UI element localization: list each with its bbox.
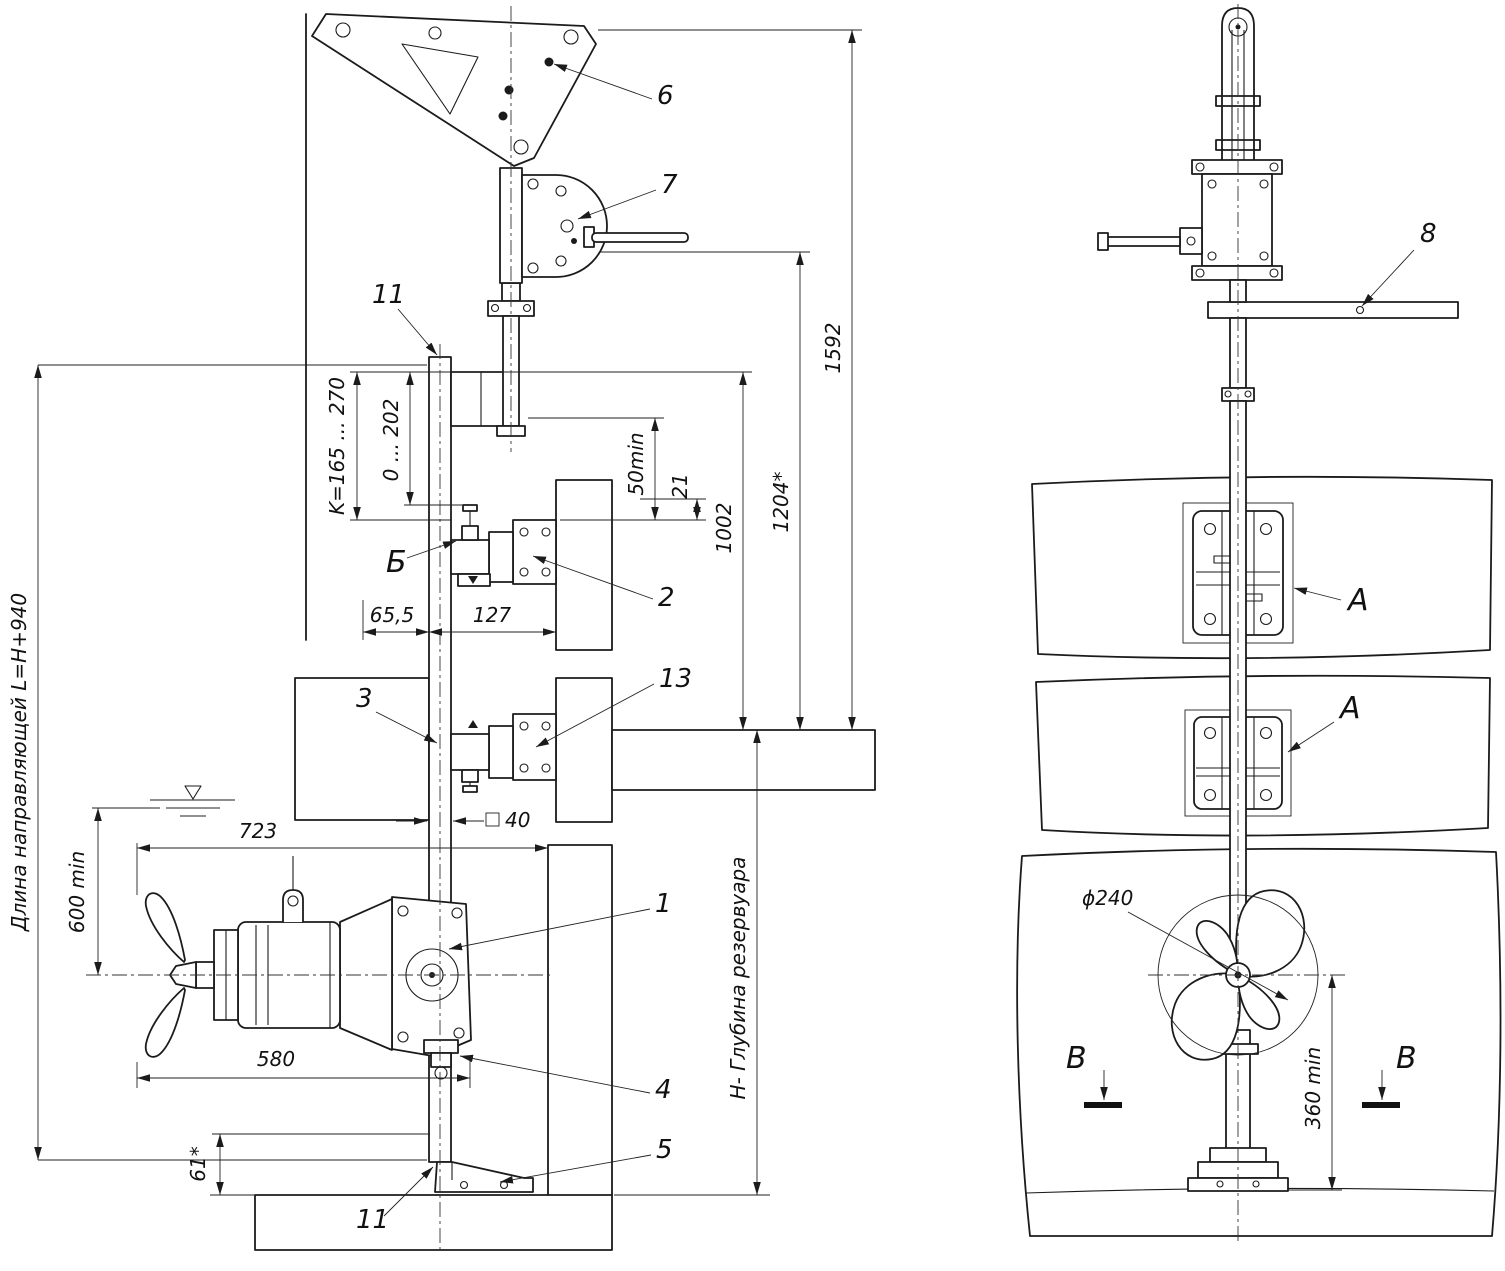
square-section-symbol bbox=[485, 812, 500, 827]
dim-guide-length: Длина направляющей L=H+940 bbox=[7, 593, 31, 932]
propeller-front bbox=[1157, 889, 1319, 1061]
support-beam bbox=[611, 729, 876, 791]
dim-50-min: 50min bbox=[624, 432, 648, 495]
dim-1204: 1204* bbox=[769, 472, 793, 533]
upper-clamp bbox=[450, 504, 557, 587]
callout-13: 13 bbox=[659, 664, 692, 694]
tank-structure bbox=[254, 13, 613, 1251]
dim-dia-240: ϕ240 bbox=[1082, 886, 1133, 910]
dim-127: 127 bbox=[473, 603, 511, 627]
callout-6: 6 bbox=[657, 81, 674, 111]
view-label-a-lower: А bbox=[1338, 691, 1361, 726]
dim-1002: 1002 bbox=[712, 503, 736, 554]
support-arm bbox=[1207, 301, 1459, 319]
dim-61: 61* bbox=[186, 1146, 210, 1181]
callout-3: 3 bbox=[356, 684, 373, 714]
dim-580: 580 bbox=[257, 1047, 295, 1071]
callout-2: 2 bbox=[658, 583, 675, 613]
dim-tank-depth: Н- Глубина резервуара bbox=[726, 857, 750, 1100]
callout-7: 7 bbox=[661, 170, 678, 200]
dimensions-right: ϕ240 360 min А А 8 В В bbox=[1066, 219, 1437, 1191]
callout-8: 8 bbox=[1420, 219, 1437, 249]
dimensions-left: Длина направляющей L=H+940 600 min 61* K… bbox=[7, 29, 862, 1196]
dim-k-range: K=165 ... 270 bbox=[325, 377, 349, 515]
centerlines-right bbox=[1148, 4, 1348, 1244]
mixer-unit bbox=[144, 856, 472, 1058]
dim-travel: 0 ... 202 bbox=[379, 399, 403, 482]
dim-40: 40 bbox=[505, 808, 530, 832]
propeller-blade bbox=[144, 987, 186, 1058]
clamp-knob bbox=[462, 504, 478, 512]
right-view: ϕ240 360 min А А 8 В В bbox=[1016, 4, 1502, 1244]
view-label-a-upper: А bbox=[1346, 583, 1369, 618]
crank-handle bbox=[1105, 236, 1181, 247]
top-bracket bbox=[311, 13, 597, 167]
dim-1592: 1592 bbox=[821, 323, 845, 374]
propeller-blade bbox=[144, 892, 186, 963]
callout-11-bottom: 11 bbox=[356, 1205, 389, 1235]
dim-600-min: 600 min bbox=[65, 851, 89, 933]
lower-stop bbox=[423, 1039, 459, 1080]
dim-360-min: 360 min bbox=[1301, 1047, 1325, 1129]
water-level-symbol bbox=[150, 785, 235, 817]
callout-1: 1 bbox=[655, 889, 672, 919]
middle-clamp bbox=[450, 713, 557, 793]
dim-65-5: 65,5 bbox=[370, 603, 415, 627]
section-marker-v-right: В bbox=[1396, 1041, 1417, 1076]
callouts-left: 6 7 11 Б 2 3 13 1 4 5 11 bbox=[356, 63, 692, 1235]
left-view: Длина направляющей L=H+940 600 min 61* K… bbox=[7, 6, 876, 1252]
winch bbox=[499, 167, 689, 284]
bottom-support bbox=[434, 1161, 534, 1193]
gearbox bbox=[1097, 159, 1283, 281]
view-label-b: Б bbox=[386, 545, 407, 580]
dim-723: 723 bbox=[239, 819, 277, 843]
adapter-cone bbox=[339, 898, 393, 1051]
centerlines-left bbox=[86, 6, 554, 1252]
callout-11-top: 11 bbox=[372, 280, 405, 310]
winch-handle bbox=[591, 232, 689, 243]
dim-21: 21 bbox=[668, 473, 692, 498]
clamp-knob bbox=[462, 785, 478, 793]
callout-5: 5 bbox=[656, 1135, 673, 1165]
section-marker-v-left: В bbox=[1066, 1041, 1087, 1076]
callout-4: 4 bbox=[655, 1075, 672, 1105]
